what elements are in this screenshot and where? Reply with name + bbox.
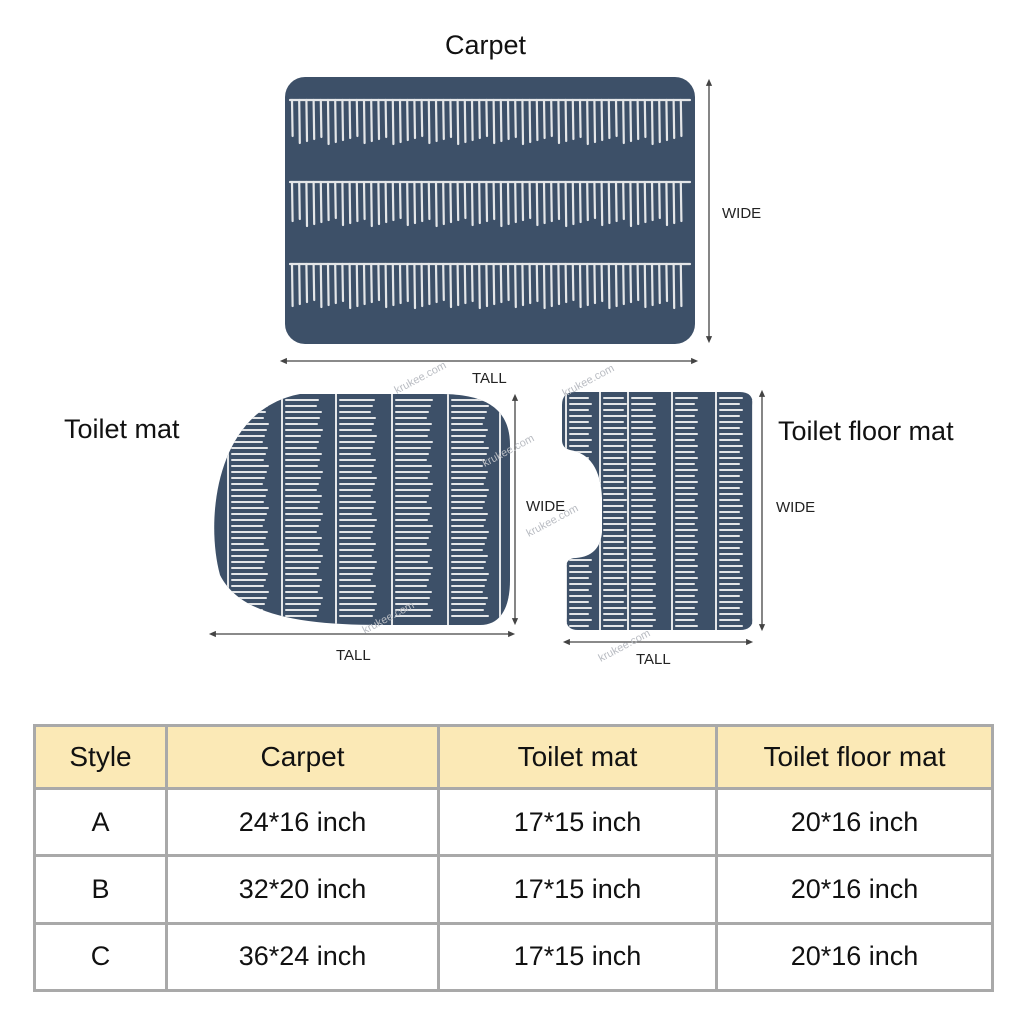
cell-toilet-mat: 17*15 inch [437, 786, 718, 858]
header-style: Style [33, 724, 168, 790]
header-toilet-mat: Toilet mat [437, 724, 718, 790]
cell-toilet-floor-mat: 20*16 inch [715, 921, 994, 993]
carpet-label: Carpet [445, 30, 527, 60]
carpet-mat [285, 77, 695, 344]
cell-carpet: 32*20 inch [165, 854, 440, 925]
cell-toilet-mat: 17*15 inch [437, 854, 718, 925]
toilet-floor-mat-label: Toilet floor mat [778, 416, 954, 446]
table-row: A 24*16 inch 17*15 inch 20*16 inch [33, 786, 994, 858]
cell-style: A [33, 786, 168, 858]
header-toilet-floor-mat: Toilet floor mat [715, 724, 994, 790]
cell-style: B [33, 854, 168, 925]
toilet-mat-tall-label: TALL [336, 647, 371, 664]
size-table: Style Carpet Toilet mat Toilet floor mat… [33, 724, 994, 993]
toilet-mat-label: Toilet mat [64, 414, 180, 444]
table-header-row: Style Carpet Toilet mat Toilet floor mat [33, 724, 994, 790]
cell-toilet-floor-mat: 20*16 inch [715, 854, 994, 925]
mats-illustration [208, 77, 766, 646]
toilet-floor-mat [562, 392, 753, 630]
cell-carpet: 24*16 inch [165, 786, 440, 858]
cell-toilet-floor-mat: 20*16 inch [715, 786, 994, 858]
table-row: B 32*20 inch 17*15 inch 20*16 inch [33, 854, 994, 925]
floor-mat-wide-label: WIDE [776, 499, 816, 516]
toilet-mat-wide-label: WIDE [526, 498, 566, 515]
cell-style: C [33, 921, 168, 993]
floor-mat-tall-label: TALL [636, 651, 671, 668]
carpet-tall-label: TALL [472, 370, 507, 387]
table-row: C 36*24 inch 17*15 inch 20*16 inch [33, 921, 994, 993]
carpet-wide-label: WIDE [722, 205, 762, 222]
toilet-mat [214, 394, 510, 625]
header-carpet: Carpet [165, 724, 440, 790]
cell-carpet: 36*24 inch [165, 921, 440, 993]
cell-toilet-mat: 17*15 inch [437, 921, 718, 993]
